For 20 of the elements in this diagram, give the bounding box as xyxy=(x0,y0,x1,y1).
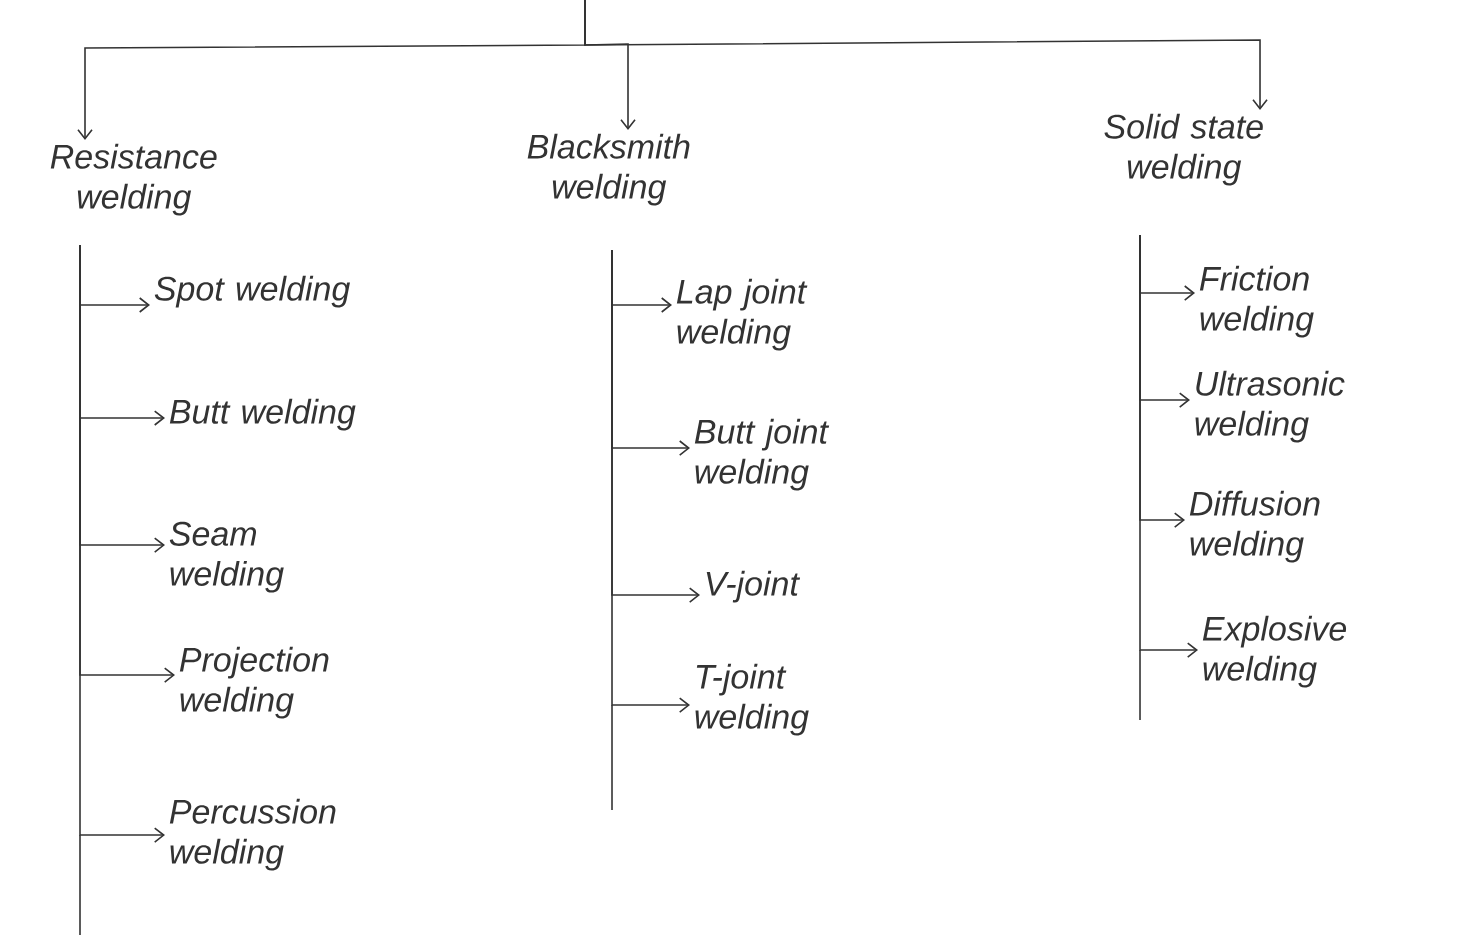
node-label: Projection welding xyxy=(179,646,329,719)
node-label: Diffusion welding xyxy=(1189,490,1320,563)
node-label: Lap joint welding xyxy=(676,278,808,351)
node-label: Explosive welding xyxy=(1202,615,1347,688)
node-label: Butt joint welding xyxy=(694,418,830,491)
node-label: Ultrasonic welding xyxy=(1195,370,1345,443)
node-label: Blacksmith welding xyxy=(527,133,690,206)
node-label: Friction welding xyxy=(1199,265,1314,338)
node-label: Percussion welding xyxy=(169,798,336,871)
node-label: Solid state welding xyxy=(1104,113,1263,186)
arrow xyxy=(1139,234,1198,658)
node-label: V-joint xyxy=(706,570,801,603)
node-label: T-joint welding xyxy=(695,663,809,736)
arrow xyxy=(79,244,165,843)
arrow xyxy=(611,249,690,713)
arrow xyxy=(584,0,1268,110)
node-label: Spot welding xyxy=(154,275,351,308)
node-label: Seam welding xyxy=(169,521,284,593)
node-label: Resistance welding xyxy=(50,143,217,216)
node-label: Butt welding xyxy=(169,398,356,431)
